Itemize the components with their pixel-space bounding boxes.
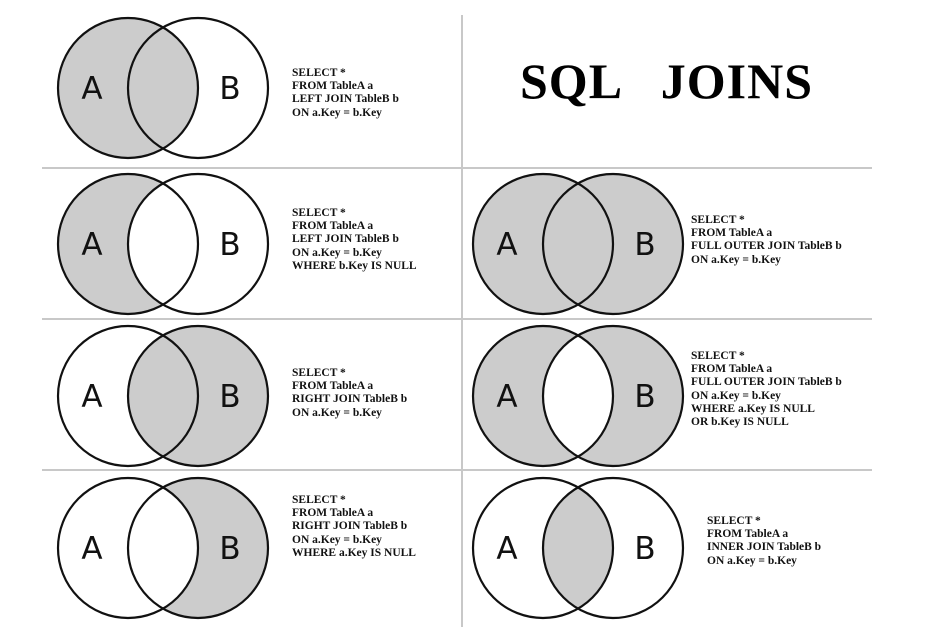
query-line: ON a.Key = b.Key — [691, 389, 781, 402]
query-line: WHERE b.Key IS NULL — [292, 259, 417, 272]
region-intersection — [128, 478, 198, 618]
circle-a-outline — [56, 324, 200, 468]
query-line: WHERE a.Key IS NULL — [691, 402, 815, 415]
label-b: B — [219, 531, 240, 567]
circle-b-outline — [126, 172, 270, 316]
query-line: FROM TableA a — [292, 507, 374, 520]
query-line: FROM TableA a — [292, 380, 374, 393]
label-b: B — [219, 227, 240, 263]
label-a: A — [496, 379, 517, 415]
page-title: SQL JOINS — [520, 53, 814, 109]
horizontal-divider-1 — [42, 167, 872, 169]
query-line: SELECT * — [691, 214, 745, 226]
label-b: B — [219, 379, 240, 415]
circle-a-outline — [471, 172, 615, 316]
query-line: SELECT * — [707, 515, 761, 527]
query-line: LEFT JOIN TableB b — [292, 93, 399, 106]
query-line: RIGHT JOIN TableB b — [292, 393, 408, 406]
query-line: FROM TableA a — [707, 528, 789, 541]
query-line: OR b.Key IS NULL — [691, 416, 789, 429]
query-line: ON a.Key = b.Key — [707, 554, 797, 567]
region-intersection — [543, 326, 613, 466]
label-a: A — [81, 379, 102, 415]
label-a: A — [81, 71, 102, 107]
query-line: ON a.Key = b.Key — [691, 253, 781, 266]
query-line: ON a.Key = b.Key — [292, 406, 382, 419]
query-line: ON a.Key = b.Key — [292, 246, 382, 259]
circle-b-outline — [541, 476, 685, 620]
label-a: A — [81, 227, 102, 263]
query-line: SELECT * — [292, 207, 346, 219]
query-line: RIGHT JOIN TableB b — [292, 520, 408, 533]
label-a: A — [496, 227, 517, 263]
query-line: FROM TableA a — [292, 220, 374, 233]
circle-a-outline — [471, 324, 615, 468]
circle-a-outline — [56, 16, 200, 160]
query-line: ON a.Key = b.Key — [292, 106, 382, 119]
query-line: FROM TableA a — [691, 227, 773, 240]
query-line: SELECT * — [292, 494, 346, 506]
label-b: B — [634, 531, 655, 567]
query-line: ON a.Key = b.Key — [292, 533, 382, 546]
label-b: B — [634, 379, 655, 415]
query-line: FULL OUTER JOIN TableB b — [691, 376, 842, 389]
horizontal-divider-3 — [42, 469, 872, 471]
circle-b-outline — [126, 476, 270, 620]
label-a: A — [496, 531, 517, 567]
circle-a-outline — [56, 476, 200, 620]
query-line: LEFT JOIN TableB b — [292, 233, 399, 246]
circle-b-outline — [541, 172, 685, 316]
circle-b-outline — [126, 324, 270, 468]
circle-b-outline — [126, 16, 270, 160]
label-b: B — [634, 227, 655, 263]
horizontal-divider-2 — [42, 318, 872, 320]
label-a: A — [81, 531, 102, 567]
query-line: WHERE a.Key IS NULL — [292, 546, 416, 559]
query-line: FULL OUTER JOIN TableB b — [691, 240, 842, 253]
query-line: SELECT * — [292, 367, 346, 379]
circle-a-outline — [471, 476, 615, 620]
region-intersection — [128, 174, 198, 314]
query-line: FROM TableA a — [292, 80, 374, 93]
region-intersection — [543, 478, 613, 618]
circle-b-outline — [541, 324, 685, 468]
vertical-divider — [461, 15, 463, 627]
query-line: FROM TableA a — [691, 363, 773, 376]
query-line: SELECT * — [691, 350, 745, 362]
label-b: B — [219, 71, 240, 107]
query-line: INNER JOIN TableB b — [707, 541, 822, 554]
query-line: SELECT * — [292, 67, 346, 79]
circle-a-outline — [56, 172, 200, 316]
